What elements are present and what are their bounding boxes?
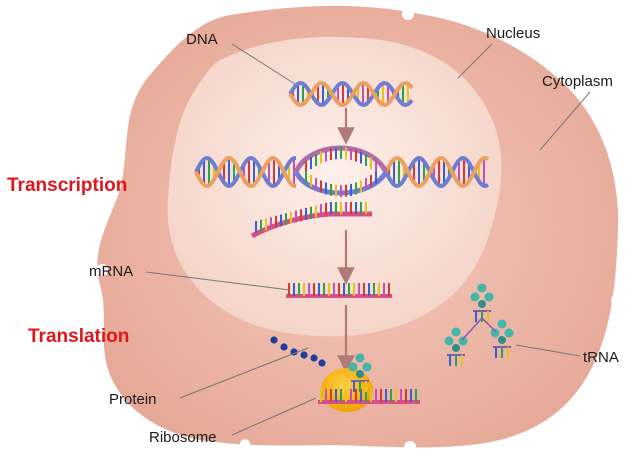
mrna-label: mRNA [89,263,133,280]
amino-acid-bead [310,354,318,362]
dna-helix-icon [288,80,414,108]
cell-border-notches [96,8,623,450]
nucleus-label: Nucleus [486,25,540,42]
dna-backbone [384,156,490,188]
protein-label: Protein [109,391,157,408]
dna-backbone [288,80,414,108]
transcription-label: Transcription [7,175,127,196]
amino-acid-bead [318,359,326,367]
dna-backbone [194,156,296,188]
mrna-strand-icon [286,283,392,298]
ribosome-leader-line [231,397,317,436]
trna-icon [470,283,494,322]
nucleus-region [167,36,502,337]
dna-label: DNA [186,31,218,48]
mrna-on-ribosome-icon [318,389,420,404]
trna-leader-line [515,344,581,357]
amino-acid-bead [270,336,278,344]
nascent-mrna-icon [250,202,372,239]
unwound-dna-bubble-icon [194,145,490,197]
protein-leader-line [179,347,309,399]
trna-label: tRNA [583,349,619,366]
trna-icon [348,353,372,392]
trna-icon [490,319,514,358]
leader-lines [145,43,591,436]
mrna-leader-line [145,271,291,291]
ribosome-label: Ribosome [149,429,217,446]
dna-backbone [194,156,296,188]
translation-label: Translation [28,326,129,347]
nucleus-leader-line [457,43,493,79]
amino-acid-bead [280,343,288,351]
cytoplasm-label: Cytoplasm [542,73,613,90]
dna-leader-line [231,43,296,85]
cytoplasm-leader-line [539,91,591,151]
amino-acid-bead [300,351,308,359]
dna-backbone [384,156,490,188]
trna-group [348,283,514,392]
trna-icon [444,327,468,366]
